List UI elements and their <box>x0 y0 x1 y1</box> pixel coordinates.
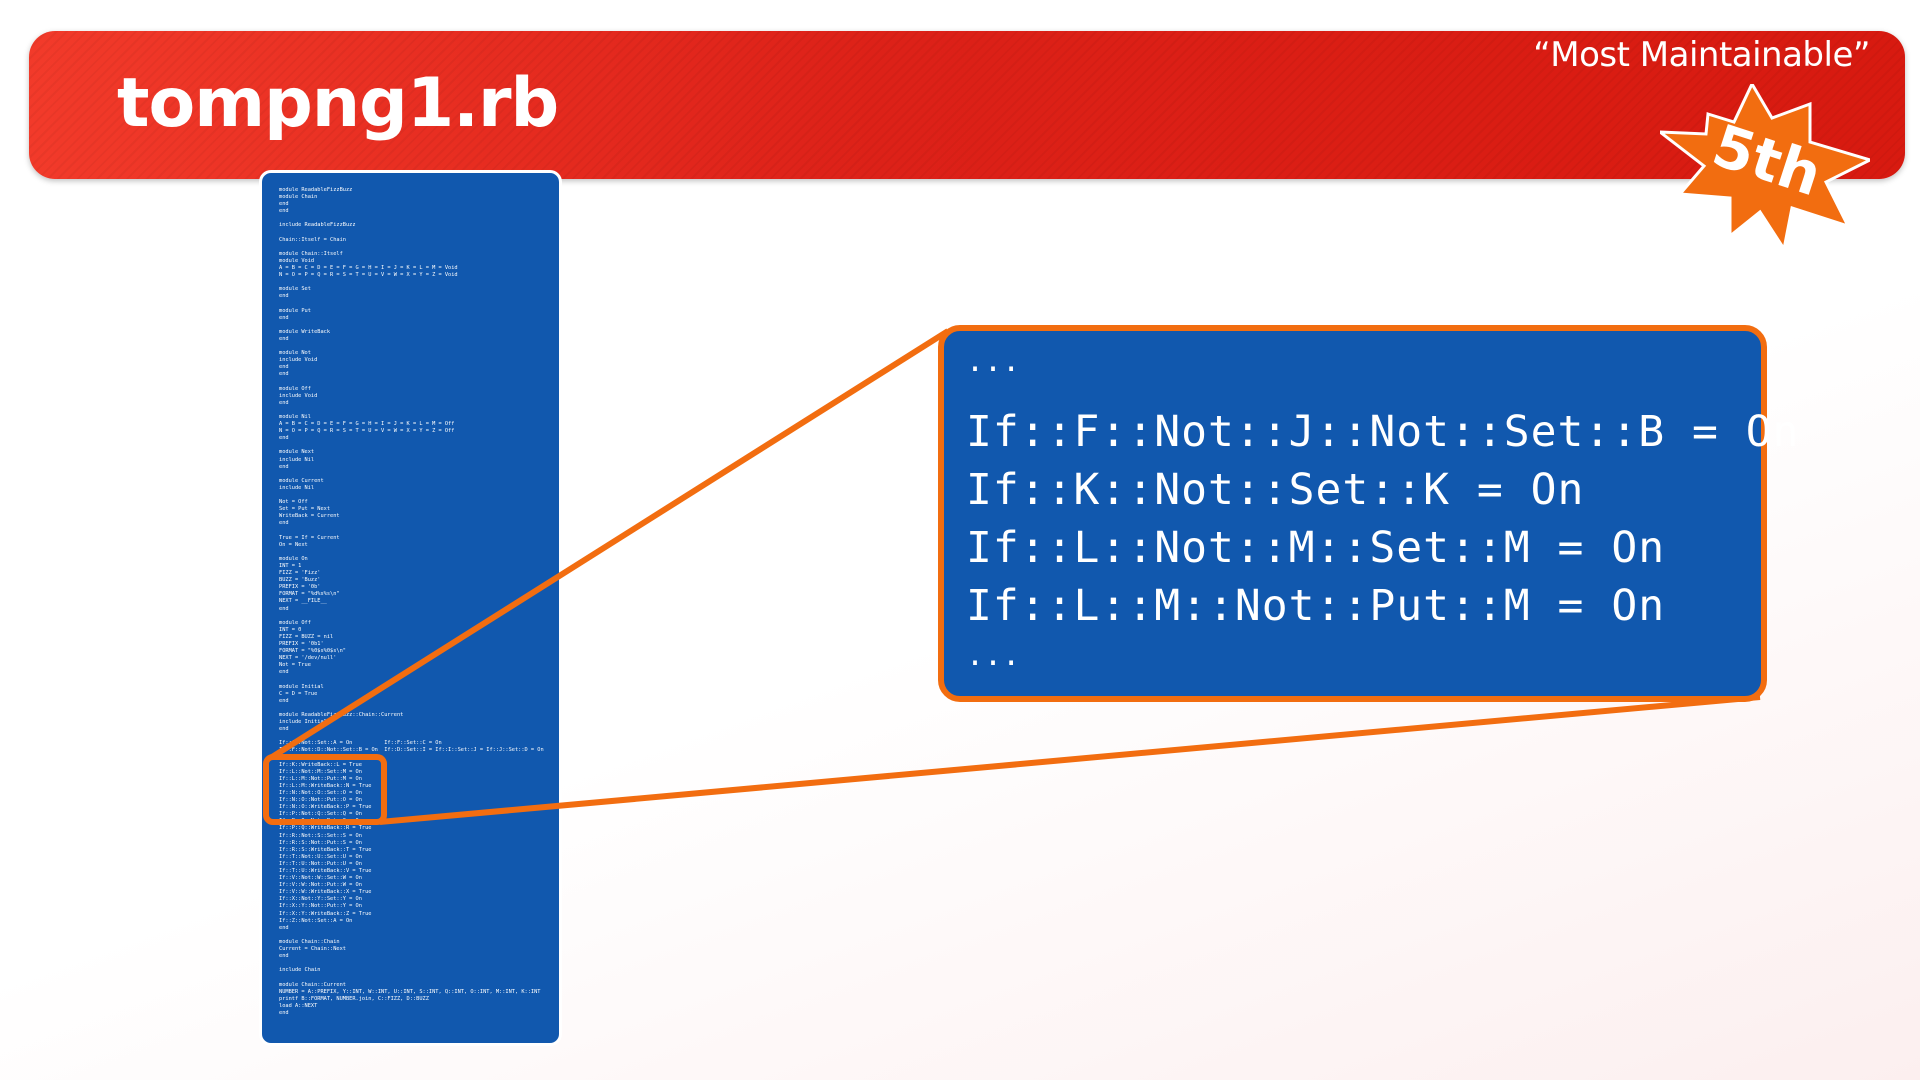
code-line: If::L::M::Not::Put::M = On <box>966 581 1666 631</box>
source-code-text: module ReadableFizzBuzz module Chain end… <box>279 187 544 1016</box>
title-banner <box>29 31 1905 179</box>
full-source-listing: module ReadableFizzBuzz module Chain end… <box>259 170 562 1046</box>
slide-title: tompng1.rb <box>117 64 559 143</box>
rank-badge: 5th <box>1660 84 1870 249</box>
code-line: If::L::Not::M::Set::M = On <box>966 523 1666 573</box>
zoomed-code-callout: ... If::F::Not::J::Not::Set::B = On If::… <box>938 325 1799 702</box>
award-caption: “Most Maintainable” <box>1533 35 1870 75</box>
code-line: If::F::Not::J::Not::Set::B = On <box>966 407 1800 457</box>
starburst-icon <box>1660 84 1870 249</box>
ellipsis-top: ... <box>966 344 1021 379</box>
ellipsis-bottom: ... <box>966 638 1021 673</box>
code-line: If::K::Not::Set::K = On <box>966 465 1585 515</box>
